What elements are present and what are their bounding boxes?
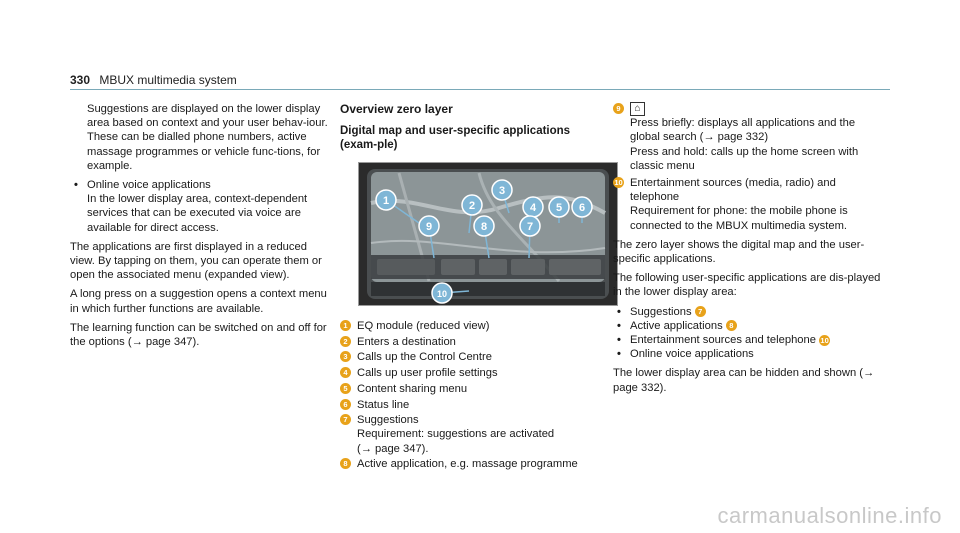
- number-badge: 6: [340, 398, 351, 410]
- paragraph-hidden: The lower display area can be hidden and…: [613, 367, 875, 394]
- callout-label-2: 2: [469, 200, 475, 212]
- page-number: 330: [70, 73, 91, 87]
- callout-circle-8: [473, 215, 495, 237]
- paragraph-learning: The learning function can be switched on…: [70, 321, 327, 349]
- callout-label-3: 3: [499, 185, 505, 197]
- callout-circle-5: [548, 196, 570, 218]
- legend-item-4: 4 Calls up user profile settings: [340, 366, 605, 380]
- number-badge: 8: [725, 320, 737, 332]
- page-header: 330 MBUX multimedia system: [70, 73, 237, 87]
- legend-text: Calls up the Control Centre: [357, 351, 492, 364]
- bullet-suggestions: Suggestions 7: [613, 305, 883, 319]
- number-badge: 1: [340, 320, 351, 331]
- right-column: 9 ⌂ Press briefly: displays all applicat…: [613, 102, 883, 400]
- callout-label-10: 10: [437, 289, 447, 299]
- legend-item-8: 8 Active application, e.g. massage progra…: [340, 457, 605, 471]
- legend-text: Press briefly: displays all applications…: [630, 117, 856, 144]
- paragraph-following: The following user-specific applications…: [613, 272, 881, 299]
- legend-list: 1 EQ module (reduced view) 2 Enters a dest…: [340, 319, 605, 472]
- callout-circle-10: [431, 282, 453, 304]
- legend-text: Enters a destination: [357, 335, 456, 348]
- header-rule: [70, 89, 890, 90]
- legend-requirement: Requirement: suggestions are activated: [357, 428, 555, 441]
- callout-circle-3: [491, 179, 513, 201]
- callout-circle-1: [375, 189, 397, 211]
- left-column: Suggestions are displayed on the lower d…: [70, 102, 332, 354]
- legend-text-2: Requirement for phone: the mobile phone …: [630, 205, 848, 232]
- number-badge: 4: [340, 367, 351, 379]
- legend-text: Active application, e.g. massage program…: [357, 458, 578, 471]
- callout-label-4: 4: [530, 202, 537, 214]
- legend-text-2: Press and hold: calls up the home screen…: [630, 145, 859, 172]
- legend-item-9: 9 ⌂ Press briefly: displays all applicat…: [613, 102, 883, 173]
- number-badge: 10: [613, 177, 624, 189]
- bullet-text: Active applications: [630, 319, 723, 332]
- number-badge: 7: [694, 306, 706, 318]
- paragraph-voice: In the lower display area, context-depen…: [87, 193, 308, 234]
- number-badge: 5: [340, 382, 351, 394]
- callout-label-8: 8: [481, 221, 487, 233]
- number-badge: 10: [819, 334, 831, 346]
- callout-label-6: 6: [579, 202, 585, 214]
- legend-text: Content sharing menu: [357, 382, 468, 395]
- home-icon: ⌂: [630, 102, 645, 117]
- bullet-online-voice: Online voice applications: [613, 347, 883, 361]
- bullet-text: Entertainment sources and telephone: [630, 334, 816, 347]
- legend-item-3: 3 Calls up the Control Centre: [340, 350, 605, 364]
- number-badge: 9: [613, 103, 624, 114]
- section-subheading: Digital map and user-specific applicatio…: [340, 125, 571, 151]
- callout-label-7: 7: [527, 221, 533, 233]
- zero-layer-figure: 1 2 3 4 5 6 7 8 9 10: [358, 162, 618, 306]
- bullet-entertainment: Entertainment sources and telephone 10: [613, 333, 883, 347]
- number-badge: 7: [340, 414, 351, 426]
- bullet-active-apps: Active applications 8: [613, 319, 883, 333]
- number-badge: 2: [340, 335, 351, 347]
- legend-page-ref: (→ page 347).: [357, 442, 429, 455]
- legend-text: EQ module (reduced view): [357, 320, 490, 332]
- callout-circle-7: [519, 215, 541, 237]
- page-header-title: MBUX multimedia system: [99, 73, 237, 87]
- paragraph-zero-layer: The zero layer shows the digital map and…: [613, 238, 865, 266]
- paragraph-long-press: A long press on a suggestion opens a con…: [70, 288, 327, 315]
- legend-text: Entertainment sources (media, radio) and…: [630, 177, 836, 204]
- callout-label-1: 1: [383, 195, 389, 207]
- number-badge: 8: [340, 458, 351, 470]
- paragraph-suggestions: Suggestions are displayed on the lower d…: [87, 103, 328, 172]
- legend-text: Suggestions: [357, 414, 419, 427]
- paragraph-reduced-view: The applications are first displayed in …: [70, 240, 322, 282]
- bullet-online-voice: Online voice applications: [70, 178, 332, 192]
- middle-column: Overview zero layer Digital map and user…: [340, 102, 618, 473]
- bullet-text: Suggestions: [630, 305, 692, 318]
- callout-circle-6: [571, 196, 593, 218]
- callout-circle-2: [461, 194, 483, 216]
- legend-item-1: 1 EQ module (reduced view): [340, 319, 605, 333]
- callout-layer: 1 2 3 4 5 6 7 8 9 10: [375, 179, 593, 304]
- legend-item-10: 10 Entertainment sources (media, radio) …: [613, 176, 883, 233]
- callout-label-5: 5: [556, 202, 562, 214]
- legend-text: Calls up user profile settings: [357, 367, 498, 380]
- section-heading: Overview zero layer: [340, 102, 453, 116]
- legend-text: Status line: [357, 398, 410, 411]
- watermark: carmanualsonline.info: [717, 503, 942, 528]
- callout-circle-9: [418, 215, 440, 237]
- legend-item-5: 5 Content sharing menu: [340, 382, 605, 396]
- legend-item-2: 2 Enters a destination: [340, 335, 605, 349]
- number-badge: 3: [340, 351, 351, 363]
- legend-item-6: 6 Status line: [340, 398, 605, 412]
- callout-label-9: 9: [426, 221, 432, 233]
